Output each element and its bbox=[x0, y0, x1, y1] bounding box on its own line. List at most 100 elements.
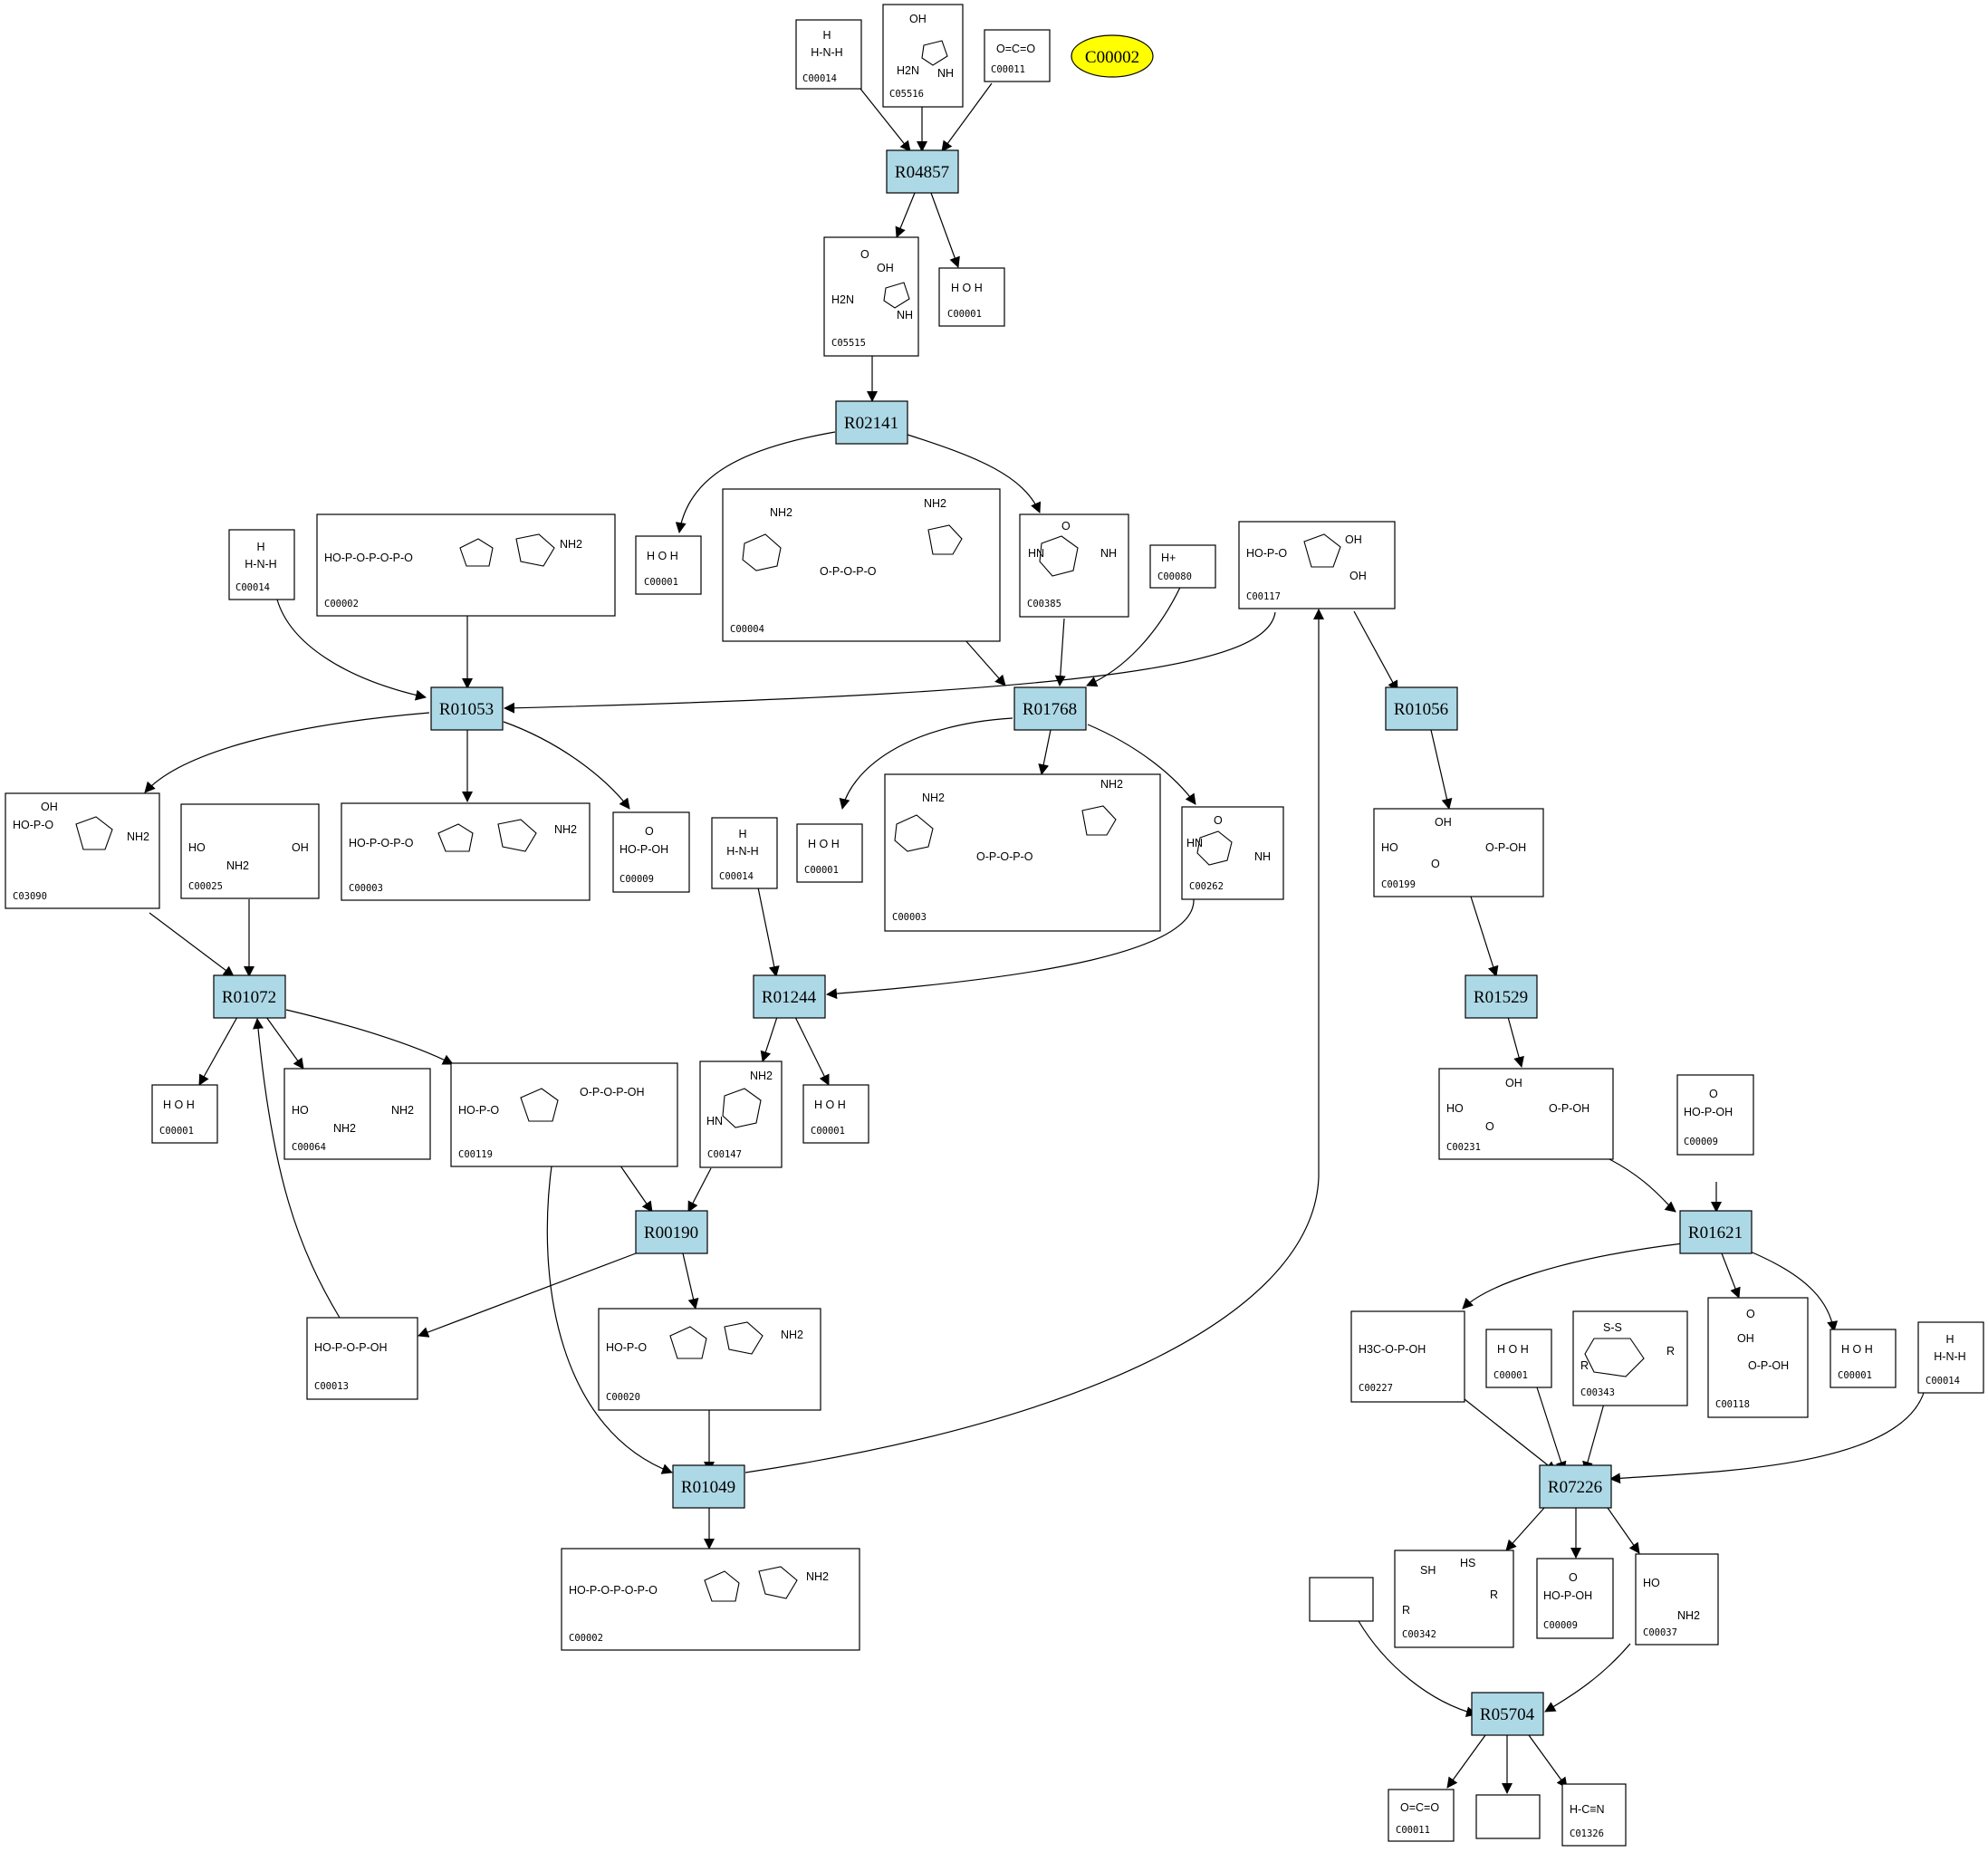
compound-c00002[interactable]: HO-P-O-P-O-P-O NH2 C00002 bbox=[561, 1548, 860, 1651]
compound-c00001[interactable]: H O H C00001 bbox=[635, 535, 702, 595]
compound-c05515[interactable]: O OH H2N NH C05515 bbox=[823, 236, 919, 357]
reaction-label: R07226 bbox=[1548, 1478, 1602, 1497]
compound-id: C00002 bbox=[324, 599, 359, 609]
compound-c00025[interactable]: HO OH NH2 C00025 bbox=[180, 803, 320, 899]
compound-id: C00117 bbox=[1246, 591, 1281, 602]
reaction-label: R01768 bbox=[1023, 700, 1077, 719]
compound-c00064[interactable]: HO NH2 NH2 C00064 bbox=[283, 1068, 431, 1160]
compound-c00014[interactable]: H H-N-H C00014 bbox=[228, 529, 295, 600]
compound-id: C00227 bbox=[1359, 1383, 1393, 1394]
reaction-label: R01529 bbox=[1474, 988, 1528, 1007]
compound-id: C00001 bbox=[811, 1126, 845, 1137]
reaction-r01072[interactable]: R01072 bbox=[213, 974, 286, 1019]
svg-text:OH: OH bbox=[292, 841, 309, 854]
compound-c00199[interactable]: OH HO O O-P-OH C00199 bbox=[1373, 808, 1544, 897]
svg-text:NH2: NH2 bbox=[554, 823, 577, 836]
svg-text:HO: HO bbox=[1381, 841, 1398, 854]
compound-c00002[interactable]: HO-P-O-P-O-P-O NH2 C00002 bbox=[316, 513, 616, 617]
reaction-r01621[interactable]: R01621 bbox=[1679, 1210, 1753, 1254]
compound-c00147[interactable]: NH2 HN C00147 bbox=[699, 1060, 783, 1168]
svg-text:NH2: NH2 bbox=[781, 1329, 803, 1341]
compound-c00014[interactable]: H H-N-H C00014 bbox=[1917, 1321, 1984, 1394]
svg-text:O: O bbox=[1709, 1088, 1718, 1100]
svg-text:NH2: NH2 bbox=[806, 1570, 829, 1583]
compound-c00231[interactable]: OH HO O O-P-OH C00231 bbox=[1438, 1068, 1614, 1160]
svg-text:H-N-H: H-N-H bbox=[726, 845, 758, 858]
reaction-r07226[interactable]: R07226 bbox=[1539, 1464, 1612, 1509]
compound-id: C00009 bbox=[1543, 1620, 1578, 1631]
compound-unknown[interactable] bbox=[1475, 1794, 1541, 1839]
compound-c00009[interactable]: O HO-P-OH C00009 bbox=[612, 811, 690, 893]
reaction-label: R05704 bbox=[1480, 1705, 1535, 1724]
compound-c00020[interactable]: HO-P-O NH2 C00020 bbox=[598, 1308, 821, 1411]
compound-c00001[interactable]: H O H C00001 bbox=[151, 1084, 218, 1144]
reaction-r01244[interactable]: R01244 bbox=[753, 974, 826, 1019]
svg-text:HO-P-O-P-OH: HO-P-O-P-OH bbox=[314, 1341, 388, 1354]
compound-c00001[interactable]: H O H C00001 bbox=[796, 823, 863, 883]
compound-c00227[interactable]: H3C-O-P-OH C00227 bbox=[1350, 1310, 1465, 1403]
compound-id: C00009 bbox=[619, 874, 654, 885]
compound-c00011[interactable]: O=C=O C00011 bbox=[984, 29, 1051, 82]
reaction-r05704[interactable]: R05704 bbox=[1471, 1692, 1544, 1736]
compound-c00343[interactable]: S-S R R C00343 bbox=[1572, 1310, 1688, 1406]
compound-unknown[interactable] bbox=[1309, 1577, 1374, 1622]
compound-c00009[interactable]: O HO-P-OH C00009 bbox=[1536, 1558, 1614, 1639]
svg-text:HS: HS bbox=[1460, 1557, 1475, 1569]
svg-text:NH: NH bbox=[937, 67, 954, 80]
svg-text:HN: HN bbox=[1028, 547, 1044, 560]
compound-c00262[interactable]: O HN NH C00262 bbox=[1181, 806, 1284, 900]
svg-text:HO-P-O: HO-P-O bbox=[1246, 547, 1287, 560]
compound-c00385[interactable]: O HN NH C00385 bbox=[1019, 513, 1129, 618]
compound-c00001[interactable]: H O H C00001 bbox=[1485, 1329, 1552, 1388]
compound-c00003[interactable]: NH2 O-P-O-P-O NH2 C00003 bbox=[884, 773, 1161, 932]
compound-c00013[interactable]: HO-P-O-P-OH C00013 bbox=[306, 1317, 418, 1400]
svg-text:O-P-O-P-O: O-P-O-P-O bbox=[820, 565, 877, 578]
svg-text:NH2: NH2 bbox=[226, 859, 249, 872]
highlight-node[interactable]: C00002 bbox=[1071, 34, 1154, 78]
compound-c00009[interactable]: O HO-P-OH C00009 bbox=[1676, 1074, 1754, 1156]
svg-text:HO-P-O-P-O-P-O: HO-P-O-P-O-P-O bbox=[569, 1584, 658, 1597]
compound-c00117[interactable]: HO-P-O OH OH C00117 bbox=[1238, 521, 1396, 609]
compound-c00014[interactable]: H H-N-H C00014 bbox=[795, 19, 862, 90]
compound-id: C00003 bbox=[892, 912, 927, 923]
compound-c00118[interactable]: O OH O-P-OH C00118 bbox=[1707, 1297, 1809, 1418]
reaction-r01056[interactable]: R01056 bbox=[1385, 686, 1458, 731]
svg-text:R: R bbox=[1666, 1345, 1675, 1358]
reaction-r02141[interactable]: R02141 bbox=[835, 400, 908, 445]
svg-text:NH2: NH2 bbox=[391, 1104, 414, 1117]
svg-text:NH2: NH2 bbox=[750, 1070, 773, 1082]
compound-c01326[interactable]: H-C≡N C01326 bbox=[1561, 1783, 1627, 1847]
reaction-label: R00190 bbox=[644, 1223, 698, 1243]
compound-id: C00014 bbox=[1926, 1376, 1960, 1387]
reaction-r01529[interactable]: R01529 bbox=[1465, 974, 1538, 1019]
compound-c00003[interactable]: HO-P-O-P-O NH2 C00003 bbox=[341, 802, 591, 901]
reaction-r01049[interactable]: R01049 bbox=[672, 1464, 745, 1509]
svg-text:HO-P-OH: HO-P-OH bbox=[1543, 1589, 1592, 1602]
compound-c00014[interactable]: H H-N-H C00014 bbox=[711, 817, 778, 889]
compound-c00037[interactable]: HO NH2 C00037 bbox=[1635, 1553, 1719, 1646]
compound-c00342[interactable]: SH HS R R C00342 bbox=[1394, 1550, 1514, 1648]
compound-c03090[interactable]: OH HO-P-O NH2 C03090 bbox=[5, 792, 160, 909]
compound-c05516[interactable]: OH H2N NH C05516 bbox=[882, 4, 964, 108]
compound-id: C00014 bbox=[235, 582, 270, 593]
compound-c00001[interactable]: H O H C00001 bbox=[938, 267, 1005, 327]
reaction-r01053[interactable]: R01053 bbox=[430, 686, 504, 731]
compound-id: C00011 bbox=[1396, 1825, 1430, 1836]
compound-c00011[interactable]: O=C=O C00011 bbox=[1388, 1789, 1455, 1842]
compound-id: C03090 bbox=[13, 891, 47, 902]
compound-c00119[interactable]: HO-P-O O-P-O-P-OH C00119 bbox=[450, 1062, 678, 1167]
reaction-r01768[interactable]: R01768 bbox=[1013, 686, 1087, 731]
compound-c00080[interactable]: H+ C00080 bbox=[1149, 544, 1216, 589]
svg-text:O-P-O-P-OH: O-P-O-P-OH bbox=[580, 1086, 645, 1099]
svg-text:O: O bbox=[1485, 1120, 1494, 1133]
reaction-r04857[interactable]: R04857 bbox=[886, 149, 959, 194]
compound-c00004[interactable]: NH2 O-P-O-P-O NH2 C00004 bbox=[722, 488, 1001, 642]
reaction-r00190[interactable]: R00190 bbox=[635, 1210, 708, 1254]
svg-text:H2N: H2N bbox=[831, 293, 854, 306]
compound-c00001[interactable]: H O H C00001 bbox=[1830, 1329, 1897, 1388]
svg-text:H: H bbox=[822, 29, 831, 42]
svg-text:HN: HN bbox=[1186, 837, 1203, 849]
compound-c00001[interactable]: H O H C00001 bbox=[802, 1084, 869, 1144]
compound-id: C01326 bbox=[1570, 1828, 1604, 1839]
